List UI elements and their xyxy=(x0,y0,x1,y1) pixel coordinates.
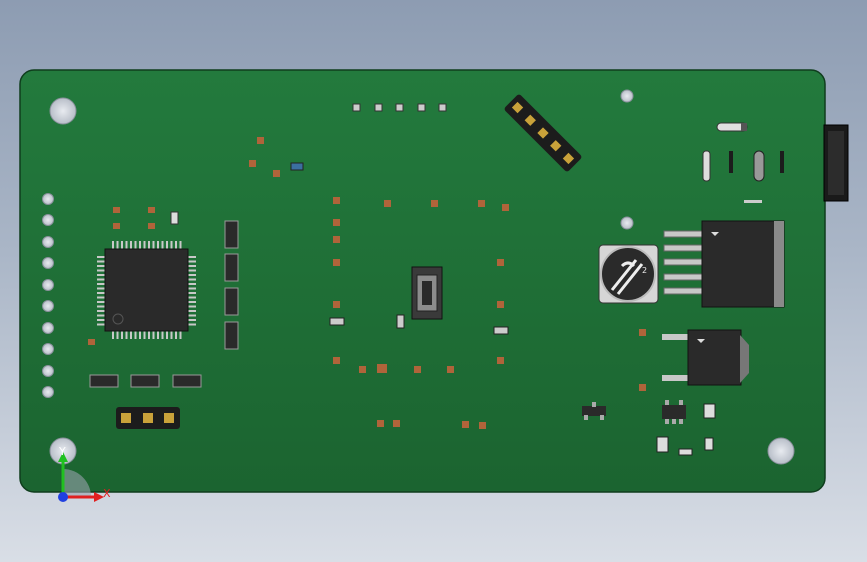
smd-part-right[interactable] xyxy=(493,326,509,335)
diagonal-pin-header[interactable] xyxy=(503,93,582,172)
right-pads xyxy=(639,329,646,391)
inductor-marking: 2 xyxy=(642,266,647,275)
vertical-part-d[interactable] xyxy=(780,151,784,173)
mcu-crystal-small[interactable] xyxy=(170,211,179,225)
sot-transistor-left[interactable] xyxy=(582,402,606,420)
small-line-part xyxy=(744,200,762,203)
power-inductor[interactable]: 2 xyxy=(598,244,659,304)
small-hole-right xyxy=(620,216,634,230)
mounting-hole-bottom-right xyxy=(767,437,795,465)
sot-transistor-right[interactable] xyxy=(662,400,686,424)
vertical-part-a[interactable] xyxy=(702,150,711,182)
smd-part-left[interactable] xyxy=(329,317,345,326)
mcu-passive-pads xyxy=(88,207,155,345)
upper-pads xyxy=(249,137,280,177)
upper-small-capacitor[interactable] xyxy=(290,162,304,171)
center-pads xyxy=(333,197,509,429)
smd-diode-a[interactable] xyxy=(703,403,716,419)
regulator-to263[interactable] xyxy=(663,220,785,308)
top-right-component-end xyxy=(741,123,747,131)
test-points-row xyxy=(352,103,447,112)
y-axis-label: Y xyxy=(58,445,66,458)
smd-resistor-b[interactable] xyxy=(678,448,693,456)
left-header-holes xyxy=(42,193,54,398)
regulator-small[interactable] xyxy=(662,329,749,386)
mcu-qfp-chip[interactable] xyxy=(97,241,196,339)
vertical-part-c[interactable] xyxy=(753,150,765,182)
small-hole-top-right xyxy=(620,89,634,103)
x-axis-label: X xyxy=(103,487,111,500)
edge-connector-inner xyxy=(828,131,844,195)
smd-resistor-a[interactable] xyxy=(704,437,714,451)
resistor-arrays-horizontal[interactable] xyxy=(89,374,202,388)
smd-part-mid[interactable] xyxy=(396,314,405,329)
vertical-part-b[interactable] xyxy=(729,151,733,173)
resistor-arrays-vertical[interactable] xyxy=(224,220,239,350)
tactile-switch[interactable] xyxy=(411,266,443,320)
smd-diode-b[interactable] xyxy=(656,436,669,453)
three-pin-header[interactable] xyxy=(116,407,180,429)
mounting-hole-top-left xyxy=(49,97,77,125)
coordinate-triad: Y X xyxy=(58,445,111,502)
